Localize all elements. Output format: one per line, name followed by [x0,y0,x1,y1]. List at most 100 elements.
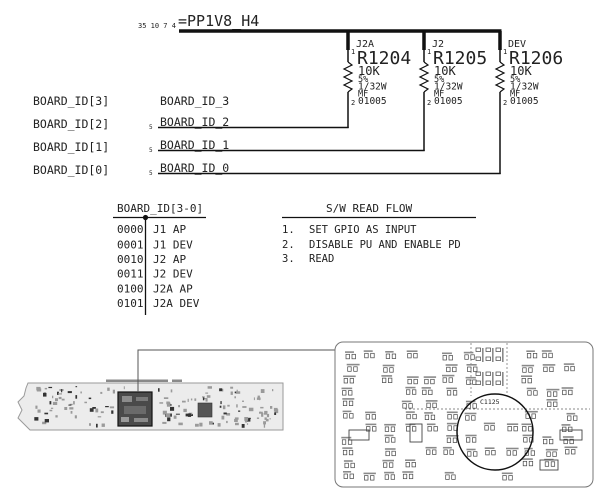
pcb-board-component [182,400,186,403]
resistor-pin1-number: 1 [427,48,431,56]
resistor-leads [347,92,501,174]
pcb-board-component [220,401,222,405]
resistor-tolerance: 5% [510,75,520,85]
component-refdes-mark [346,363,360,366]
pcb-board-component [226,420,228,424]
component-pad [522,426,527,432]
component-pad [491,450,496,456]
pcb-board-component [187,413,192,417]
component-pad [526,353,532,359]
component-refdes-mark [545,448,558,451]
pcb-component [521,375,533,384]
pcb-component [463,351,475,360]
pcb-board-component [43,392,47,397]
pcb-board-component [202,396,205,398]
board-id-net-1: BOARD_ID_1 [160,138,229,152]
component-pad [406,413,411,420]
component-refdes-mark [506,423,519,425]
pcb-board-component [235,422,239,426]
component-refdes-mark [501,472,513,475]
board-id-pin-1: 5 [149,147,153,154]
pcb-board-component [244,417,249,421]
component-refdes-mark [365,423,377,426]
component-refdes-mark [526,387,536,390]
table-row-board: J1 AP [153,223,186,236]
pcb-component [446,387,458,396]
component-refdes-mark [382,459,394,462]
pcb-component [405,411,417,420]
pcb-component [342,447,354,456]
resistor-type: MF [358,90,368,100]
pcb-board-component [242,406,247,408]
component-pad [528,367,533,373]
component-pad [433,426,438,432]
pcb-board-component [264,417,267,420]
resistor-value: 10K [510,64,532,78]
component-pad [348,390,353,396]
component-pad [422,389,427,395]
component-pad [408,403,413,409]
component-pad [466,437,471,443]
component-pad [550,461,556,467]
component-pad [565,449,570,455]
pcb-board-component [100,411,104,414]
component-refdes-mark [425,400,438,402]
board-id-port-2: BOARD_ID[2] [33,117,109,131]
pcb-board-component [166,401,170,405]
pcb-component [546,388,560,397]
pcb-board-component [52,395,54,399]
component-refdes-mark [526,350,535,352]
resistor-pin1-number: 1 [503,48,507,56]
pcb-large-component [559,429,583,441]
pcb-zoom-source-detail [134,418,148,422]
pcb-board-component [230,386,234,389]
pcb-board-component [48,386,53,389]
board-id-table: BOARD_ID[3-0] 0000 J1 AP 0001 J1 DEV 001… [113,202,206,315]
pcb-component [521,364,535,373]
component-pad [353,366,358,372]
component-pad [446,437,452,443]
pcb-component [475,347,484,362]
pcb-large-component [539,459,559,471]
pcb-component [402,471,414,480]
component-pad [513,426,518,432]
component-pad [364,352,369,359]
component-refdes-mark [445,364,458,366]
pcb-component [465,434,477,443]
pcb-board-component [80,391,82,394]
pcb-board-component [207,386,212,389]
component-pad [371,414,376,420]
component-pad [485,347,491,352]
table-row-code: 0010 [117,253,144,266]
read-flow-step-number: 1. [282,224,295,236]
component-refdes-mark [466,448,476,451]
pcb-board-component [190,414,193,416]
pcb-board-component [55,415,58,418]
pcb-board-component [170,389,173,393]
resistor-power-rating: 1/32W [510,82,539,93]
component-refdes-mark [562,436,574,438]
pcb-board-component [265,418,269,422]
component-pad [475,356,481,361]
pcb-overview [17,379,284,431]
pcb-component [564,446,578,455]
pcb-board-component [84,401,87,404]
pcb-component [421,387,433,395]
board-id-port-3: BOARD_ID[3] [33,94,109,108]
resistor-type: MF [510,90,520,100]
pcb-board-component [35,405,38,409]
resistor-package: 01005 [434,96,463,107]
pcb-board-component [206,395,211,398]
component-pad [388,377,393,383]
pcb-component [483,422,495,431]
component-refdes-mark [442,446,452,449]
component-pad [426,402,431,408]
component-refdes-mark [465,400,476,403]
pcb-board-component [167,417,171,422]
component-pad [452,366,457,373]
pcb-component [475,371,484,386]
pcb-large-component [409,423,423,443]
pcb-component [445,364,458,373]
pcb-board-component [263,423,266,428]
resistor-symbol [342,61,354,93]
